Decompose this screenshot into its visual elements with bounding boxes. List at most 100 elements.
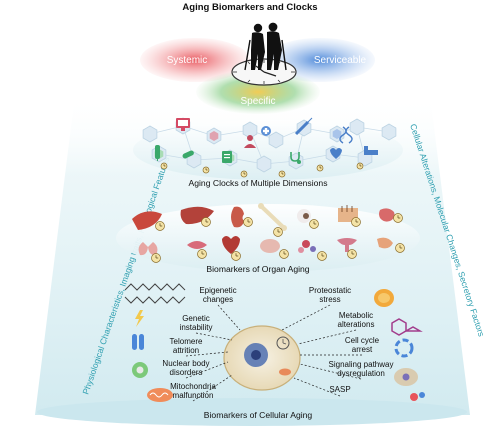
metabolic-molecule-icon [391, 318, 423, 336]
hallmark-leader-line [185, 351, 229, 357]
hallmark-label-line1: Signaling pathway [329, 360, 394, 369]
hallmark-leader-line [299, 363, 362, 380]
hallmark-label-line1: Genetic [182, 314, 210, 323]
specific-label: Specific [240, 96, 275, 107]
tier-cellular-label: Biomarkers of Cellular Aging [204, 410, 313, 420]
dna-icon [339, 126, 353, 144]
hallmark-label-line2: alterations [338, 320, 375, 329]
hallmark-leader-line [217, 304, 241, 331]
hallmarks-right: ProteostaticstressMetabolicalterationsCe… [281, 286, 394, 397]
organ-bone-icon [258, 203, 287, 231]
small-clock-icon [356, 162, 364, 170]
hospital-bed-icon [364, 146, 378, 155]
nucleus-icon [132, 362, 148, 378]
cell-cycle-icon [394, 338, 414, 358]
hallmark-label-line1: Cell cycle [345, 336, 380, 345]
small-clock-icon [395, 243, 405, 253]
hallmark-label-line1: Metabolic [339, 311, 373, 320]
proteostatic-aggregate-icon [374, 289, 394, 307]
small-clock-icon [197, 249, 207, 259]
lightning-icon [135, 310, 144, 327]
small-clock-icon [202, 166, 210, 174]
small-clock-icon [151, 253, 161, 263]
mitochondria-icon [147, 388, 173, 402]
organ-liver-icon [180, 206, 214, 225]
hexagon-accent [209, 131, 219, 141]
specific-blob [196, 70, 320, 114]
hexagon-accent [332, 129, 342, 139]
small-clock-icon [231, 251, 241, 261]
plus-icon [261, 126, 271, 136]
hexagon-node [268, 131, 284, 149]
organ-muscle-icon [132, 211, 162, 230]
hallmark-label-line2: stress [319, 295, 340, 304]
small-clock-icon [273, 227, 283, 237]
tier-organ-label: Biomarkers of Organ Aging [206, 264, 309, 274]
hallmark-label-line1: Epigenetic [199, 286, 236, 295]
hallmark-label-line1: Mitochondria [170, 382, 216, 391]
hallmark-label-line2: dysregulation [337, 369, 385, 378]
organ-uterus-icon [337, 238, 357, 252]
hallmark-label-line1: Telomere [170, 337, 203, 346]
hallmark-label-line2: attrition [173, 346, 199, 355]
clock-with-elderly-couple-icon [231, 22, 297, 86]
organ-eye-icon [297, 209, 311, 223]
hallmark-label-line1: Proteostatic [309, 286, 351, 295]
small-clock-icon [240, 170, 248, 178]
hallmark-leader-line [293, 377, 341, 397]
figure-title: Aging Biomarkers and Clocks [182, 2, 317, 13]
organ-blood-cells-icon [298, 240, 316, 253]
hexagon-node [381, 123, 397, 141]
clipboard-icon [222, 151, 232, 163]
organ-brain-icon [260, 239, 280, 253]
hallmark-label-line2: changes [203, 295, 233, 304]
sasp-factors-icon [410, 392, 425, 401]
small-clock-icon [160, 162, 168, 170]
hallmark-label-line2: malfunction [173, 391, 214, 400]
systemic-blob [140, 38, 250, 82]
doctor-icon [244, 135, 256, 148]
organ-kidney-icon [231, 206, 244, 228]
small-clock-icon [317, 251, 327, 261]
small-clock-icon [278, 170, 286, 178]
hexagon-node [142, 125, 158, 143]
organ-heart-icon [222, 236, 240, 254]
small-clock-icon [155, 221, 165, 231]
test-tube-icon [155, 145, 160, 161]
hexagon-node [349, 118, 365, 136]
hexagon-node [256, 155, 272, 173]
stethoscope-icon [290, 152, 301, 164]
monitor-icon [176, 118, 190, 131]
hallmark-label-line2: disorders [170, 368, 203, 377]
hallmark-leader-line [281, 304, 331, 331]
hallmark-label-line1: SASP [329, 385, 350, 394]
organ-bladder-icon [377, 237, 393, 249]
small-clock-icon [279, 249, 289, 259]
small-clock-icon [316, 164, 324, 172]
heart-icon [330, 148, 342, 159]
tier-clocks-label: Aging Clocks of Multiple Dimensions [189, 178, 328, 188]
hallmark-label-line2: instability [180, 323, 213, 332]
hallmark-leader-line [297, 329, 357, 345]
chromosome-icon [132, 334, 144, 350]
small-clock-icon [351, 217, 361, 227]
hallmark-right: SASP [293, 377, 351, 397]
hallmark-label-line2: arrest [352, 345, 373, 354]
small-clock-icon [201, 217, 211, 227]
organ-pancreas-icon [187, 241, 207, 249]
signaling-cell-icon [394, 368, 418, 386]
hallmark-leader-line [185, 361, 229, 379]
small-clock-icon [309, 219, 319, 229]
hallmark-label-line1: Nuclear body [162, 359, 209, 368]
organ-lung-icon [138, 242, 158, 256]
